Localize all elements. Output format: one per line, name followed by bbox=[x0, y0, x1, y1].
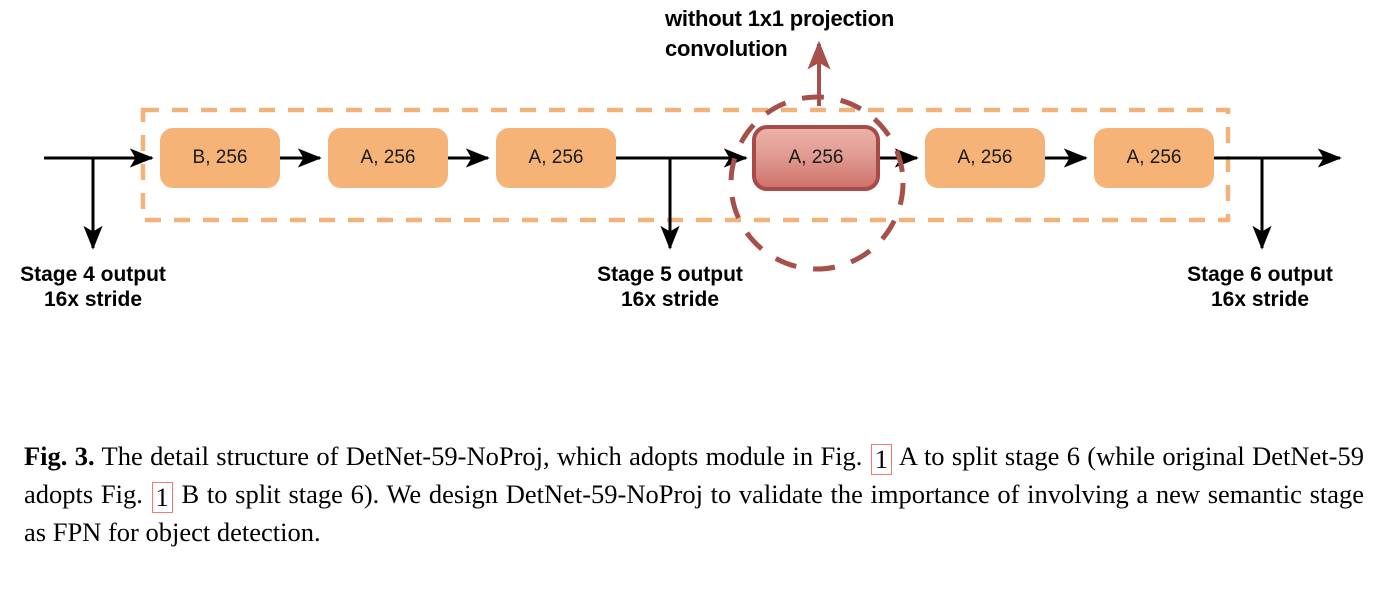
stage-4-title: Stage 4 output bbox=[20, 263, 166, 286]
block-2[interactable] bbox=[328, 128, 448, 188]
stage-6-output-caption: Stage 6 output 16x stride bbox=[1130, 262, 1384, 312]
annotation-line-2: convolution bbox=[665, 36, 788, 61]
block-5[interactable] bbox=[925, 128, 1045, 188]
block-4-label: A, 256 bbox=[788, 147, 844, 168]
stage-5-output-caption: Stage 5 output 16x stride bbox=[540, 262, 800, 312]
stage-4-output-caption: Stage 4 output 16x stride bbox=[0, 262, 223, 312]
figure-diagram: without 1x1 projection convolution B, 25… bbox=[0, 4, 1384, 312]
figure-reference-link-1[interactable]: 1 bbox=[870, 444, 893, 475]
figure-reference-link-2[interactable]: 1 bbox=[151, 482, 173, 513]
figure-caption-label: Fig. 3. bbox=[24, 441, 95, 471]
block-6-label: A, 256 bbox=[1126, 147, 1182, 168]
block-1-label: B, 256 bbox=[192, 147, 248, 168]
stage-6-stride: 16x stride bbox=[1210, 288, 1310, 311]
stage-6-title: Stage 6 output bbox=[1187, 263, 1333, 286]
block-1[interactable] bbox=[160, 128, 280, 188]
block-4-highlighted[interactable] bbox=[752, 125, 880, 191]
stage-5-stride: 16x stride bbox=[620, 288, 720, 311]
block-3-label: A, 256 bbox=[528, 147, 584, 168]
annotation-label: without 1x1 projection convolution bbox=[665, 4, 965, 64]
stage-5-title: Stage 5 output bbox=[597, 263, 743, 286]
dashed-stage-group bbox=[140, 107, 1231, 223]
block-6[interactable] bbox=[1094, 128, 1214, 188]
block-3[interactable] bbox=[496, 128, 616, 188]
figure-caption-part-1: The detail structure of DetNet-59-NoProj… bbox=[101, 441, 863, 471]
figure-caption: Fig. 3. The detail structure of DetNet-5… bbox=[24, 437, 1364, 551]
block-2-label: A, 256 bbox=[360, 147, 416, 168]
annotation-line-1: without 1x1 projection bbox=[665, 6, 895, 31]
figure-caption-part-3: B to split stage 6). We design DetNet-59… bbox=[24, 479, 1365, 547]
diagram-canvas bbox=[44, 40, 1342, 272]
block-5-label: A, 256 bbox=[957, 147, 1013, 168]
stage-4-stride: 16x stride bbox=[43, 288, 143, 311]
figure-caption-part-2: A to split stage 6 (while original DetNe… bbox=[24, 441, 1364, 509]
